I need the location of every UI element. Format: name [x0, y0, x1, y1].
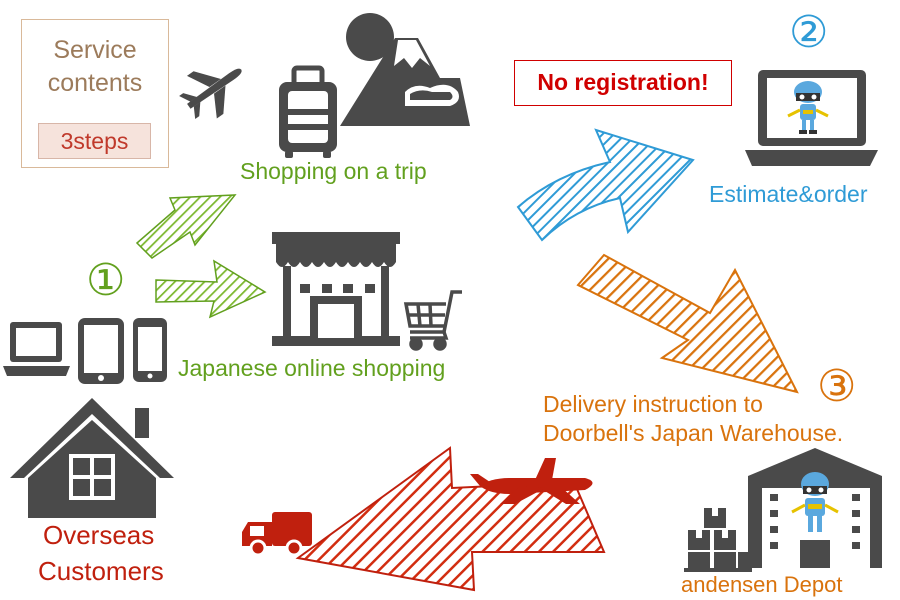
label-estimate-order: Estimate&order: [709, 181, 868, 207]
arrow-to-shop: [155, 259, 267, 319]
no-registration-badge: No registration!: [514, 60, 732, 106]
warehouse-icon: [748, 448, 882, 568]
arrow-to-trip: [135, 194, 237, 259]
arrow-to-customers: [295, 446, 606, 592]
step-three-marker: ③: [817, 362, 857, 411]
label-japanese-online: Japanese online shopping: [178, 355, 446, 381]
label-delivery-line2: Doorbell's Japan Warehouse.: [543, 420, 844, 446]
label-customers: Customers: [38, 556, 164, 586]
service-contents-box: Service contents 3steps: [21, 19, 169, 168]
warehouse-robot-icon: [791, 472, 839, 532]
robot-icon: [787, 81, 829, 134]
smartphone-icon: [133, 318, 167, 382]
laptop-icon: [3, 322, 70, 376]
shop-icon: [272, 232, 400, 346]
step-two-marker: ②: [789, 8, 829, 57]
house-icon: [10, 398, 174, 518]
boxes-icon: [684, 508, 752, 572]
label-delivery-line1: Delivery instruction to: [543, 391, 763, 417]
airplane-icon: [179, 68, 242, 119]
tablet-icon: [78, 318, 124, 384]
label-overseas: Overseas: [43, 520, 155, 550]
shopping-cart-icon: [403, 290, 462, 351]
label-shopping-trip: Shopping on a trip: [240, 158, 427, 184]
steps-badge: 3steps: [38, 123, 151, 159]
mount-fuji-icon: [340, 13, 470, 126]
robot-laptop-icon: [745, 70, 878, 166]
cargo-plane-icon: [470, 458, 593, 504]
arrow-to-estimate: [516, 128, 695, 242]
step-one-marker: ①: [86, 256, 126, 305]
arrow-to-delivery: [576, 253, 799, 394]
delivery-truck-icon: [242, 512, 312, 557]
label-depot: andensen Depot: [681, 572, 843, 597]
suitcase-icon: [279, 65, 337, 158]
service-contents-title: Service contents: [47, 36, 143, 97]
